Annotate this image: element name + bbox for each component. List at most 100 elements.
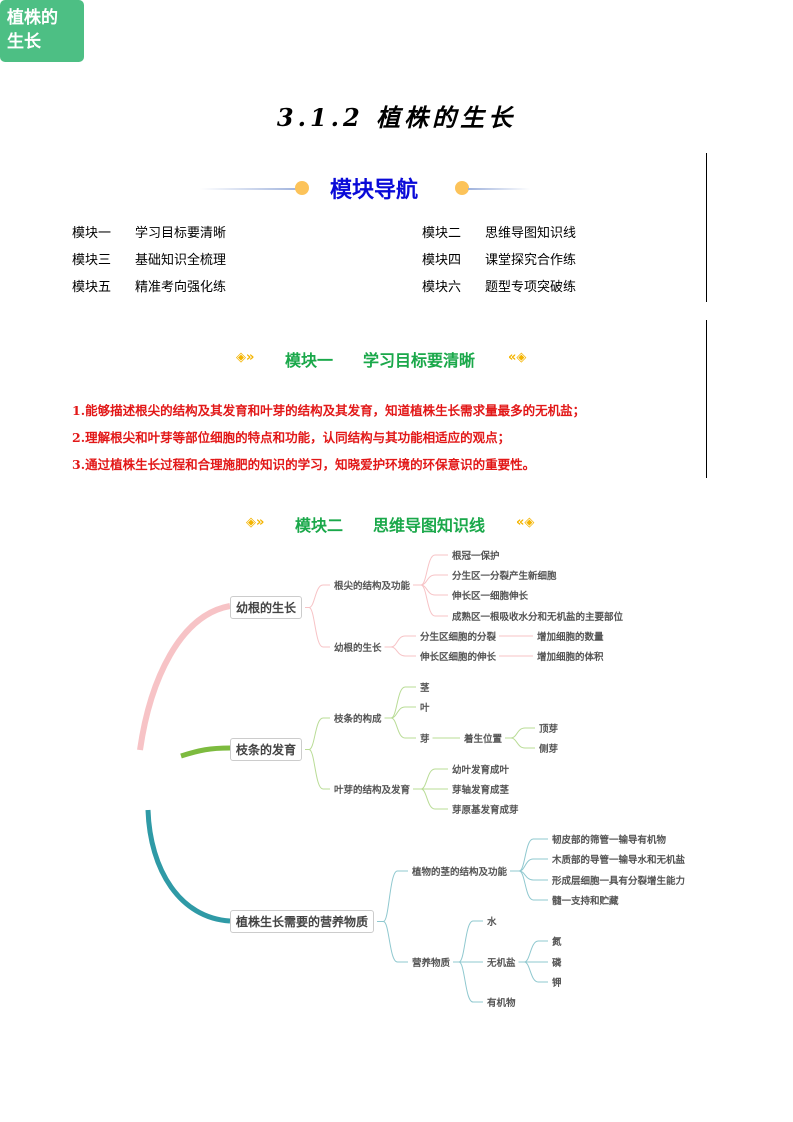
connector-line xyxy=(505,737,535,749)
mindmap-node: 叶 xyxy=(420,703,430,714)
nav-item-label[interactable]: 课堂探究合作练 xyxy=(485,253,577,268)
connector-line xyxy=(305,717,330,750)
connector-line xyxy=(377,921,408,963)
objective-number: 1. xyxy=(72,403,86,418)
mindmap-node: 幼叶发育成叶 xyxy=(452,765,510,776)
mindmap-node: 叶芽的结构及发育 xyxy=(334,785,411,796)
nav-item-num[interactable]: 模块五 xyxy=(72,280,112,295)
mindmap-node: 髓一支持和贮藏 xyxy=(552,896,619,907)
connector-line xyxy=(510,870,548,901)
mindmap-branch-young-root: 幼根的生长 xyxy=(230,596,303,619)
diamond-arrow-icon: «◈ xyxy=(516,515,535,530)
connector-line xyxy=(505,727,535,739)
mindmap-node: 磷 xyxy=(552,958,562,969)
mindmap-node: 植物的茎的结构及功能 xyxy=(412,867,508,878)
page-title: 3.1.2 植株的生长 xyxy=(276,103,517,132)
connector-line xyxy=(384,646,416,657)
connector-line xyxy=(413,768,448,790)
mindmap-branch-nutrients: 植株生长需要的营养物质 xyxy=(230,910,375,933)
dot-icon xyxy=(455,181,469,195)
mindmap-node: 根冠一保护 xyxy=(452,551,500,562)
section-label: 思维导图知识线 xyxy=(373,516,486,535)
diamond-arrow-icon: «◈ xyxy=(508,350,527,365)
objective-text: 理解根尖和叶芽等部位细胞的特点和功能，认同结构与其功能相适应的观点； xyxy=(85,430,511,445)
mindmap-node: 分生区一分裂产生新细胞 xyxy=(452,571,557,582)
nav-item-label[interactable]: 题型专项突破练 xyxy=(485,280,577,295)
connector-line xyxy=(377,870,408,922)
section-label: 学习目标要清晰 xyxy=(363,351,476,370)
root-label: 植株的 生长 xyxy=(7,8,58,52)
connector-line xyxy=(413,584,448,617)
connector-line xyxy=(180,745,231,759)
mindmap-root: 植株的 生长 xyxy=(0,0,84,62)
mindmap-node: 形成层细胞一具有分裂增生能力 xyxy=(552,876,686,887)
mindmap-node: 增加细胞的体积 xyxy=(537,652,604,663)
mindmap-node: 芽轴发育成茎 xyxy=(452,785,510,796)
connector-line xyxy=(305,607,330,648)
connector-line xyxy=(384,635,416,648)
mindmap-node: 有机物 xyxy=(487,998,516,1009)
mindmap-node: 氮 xyxy=(552,937,562,948)
nav-item-num[interactable]: 模块二 xyxy=(422,226,462,241)
mindmap-node: 着生位置 xyxy=(464,734,503,745)
objective-text: 通过植株生长过程和合理施肥的知识的学习，知晓爱护环境的环保意识的重要性。 xyxy=(85,457,536,472)
mindmap-node: 无机盐 xyxy=(487,958,516,969)
nav-item-num[interactable]: 模块一 xyxy=(72,226,112,241)
connector-line xyxy=(305,749,330,790)
mindmap-node: 木质部的导管一输导水和无机盐 xyxy=(552,855,686,866)
connector-line xyxy=(137,603,231,751)
connector-line xyxy=(413,554,448,586)
nav-item-num[interactable]: 模块三 xyxy=(72,253,112,268)
mindmap-node: 韧皮部的筛管一输导有机物 xyxy=(552,835,667,846)
objective-text: 能够描述根尖的结构及其发育和叶芽的结构及其发育，知道植株生长需求量最多的无机盐； xyxy=(85,403,586,418)
mindmap-node: 芽原基发育成芽 xyxy=(452,805,519,816)
margin-line xyxy=(706,320,707,478)
objective-number: 3. xyxy=(72,457,86,472)
connector-line xyxy=(384,717,416,739)
mindmap-node: 伸长区细胞的伸长 xyxy=(420,652,497,663)
mindmap-node: 分生区细胞的分裂 xyxy=(420,632,497,643)
margin-line xyxy=(706,153,707,302)
diamond-arrow-icon: ◈» xyxy=(236,350,255,365)
nav-title: 模块导航 xyxy=(330,178,419,203)
mindmap-node: 芽 xyxy=(420,734,430,745)
mindmap-branch-shoot: 枝条的发育 xyxy=(230,738,303,761)
connector-line xyxy=(510,870,548,881)
diamond-arrow-icon: ◈» xyxy=(246,515,265,530)
connector-line xyxy=(413,788,448,810)
nav-item-num[interactable]: 模块六 xyxy=(422,280,462,295)
connector-line xyxy=(413,584,448,596)
mindmap-node: 茎 xyxy=(420,683,430,694)
connector-line xyxy=(305,584,330,608)
section-header-2: ◈» 模块二 思维导图知识线 «◈ xyxy=(246,512,546,535)
connector-line xyxy=(413,574,448,586)
mindmap-node: 幼根的生长 xyxy=(334,643,382,654)
mindmap-node: 伸长区一细胞伸长 xyxy=(452,591,529,602)
connector-line xyxy=(510,858,548,872)
connector-line xyxy=(518,940,548,963)
nav-item-label[interactable]: 学习目标要清晰 xyxy=(135,226,227,241)
dot-icon xyxy=(295,181,309,195)
mindmap-node: 侧芽 xyxy=(539,744,559,755)
nav-item-num[interactable]: 模块四 xyxy=(422,253,462,268)
mindmap-node: 顶芽 xyxy=(539,724,559,735)
connector-line xyxy=(453,961,483,1003)
objective-item: 2.理解根尖和叶芽等部位细胞的特点和功能，认同结构与其功能相适应的观点； xyxy=(72,427,510,446)
nav-item-label[interactable]: 精准考向强化练 xyxy=(135,280,227,295)
connector-line xyxy=(384,706,416,719)
nav-item-label[interactable]: 思维导图知识线 xyxy=(485,226,577,241)
section-num: 模块二 xyxy=(295,516,344,535)
connector-line xyxy=(510,838,548,872)
mindmap-node: 营养物质 xyxy=(412,958,451,969)
connector-line xyxy=(384,686,416,719)
section-num: 模块一 xyxy=(285,351,334,370)
objective-item: 3.通过植株生长过程和合理施肥的知识的学习，知晓爱护环境的环保意识的重要性。 xyxy=(72,454,535,473)
mindmap-node: 根尖的结构及功能 xyxy=(334,581,411,592)
mindmap-node: 增加细胞的数量 xyxy=(537,632,604,643)
mindmap-node: 枝条的构成 xyxy=(334,714,382,725)
connector-line xyxy=(453,920,483,963)
objective-number: 2. xyxy=(72,430,86,445)
nav-item-label[interactable]: 基础知识全梳理 xyxy=(135,253,227,268)
